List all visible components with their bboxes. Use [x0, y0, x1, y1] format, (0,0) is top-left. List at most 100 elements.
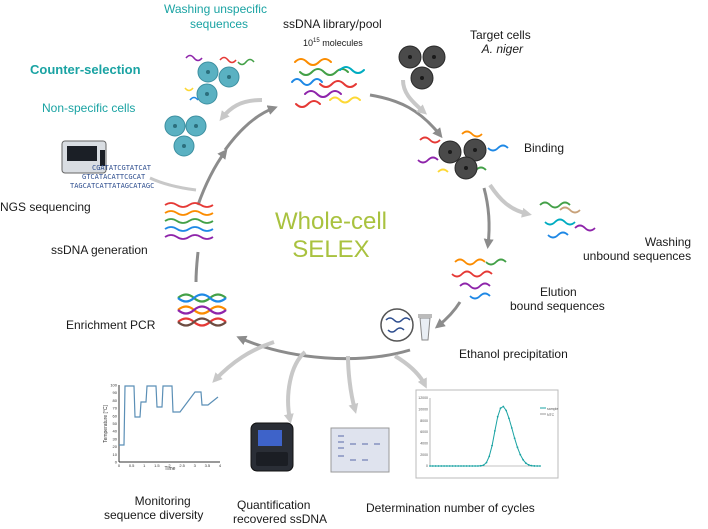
qpcr-point [513, 437, 516, 440]
label-elution: Elution bound sequences [510, 285, 605, 313]
sequence-text-2: GTCATACATTCGCAT [82, 173, 146, 181]
elution-icon [451, 258, 507, 300]
thermo-x-tick-label: 4 [219, 463, 222, 468]
center-title: Whole-cell SELEX [274, 208, 388, 263]
arrow-target-down [401, 79, 428, 115]
qpcr-point [493, 429, 496, 432]
arrow-washing-unbound [488, 183, 532, 218]
thermo-x-tick-label: 1.5 [154, 463, 160, 468]
thermo-x-tick-label: 1 [143, 463, 146, 468]
qpcr-point [440, 465, 443, 467]
thermo-y-tick-label: 60 [113, 413, 118, 418]
qpcr-point [488, 455, 491, 458]
label-ngs: NGS sequencing [0, 200, 91, 214]
label-washing-unbound: Washing unbound sequences [583, 235, 692, 263]
qpcr-point [446, 465, 448, 467]
qpcr-point [479, 464, 482, 467]
qpcr-y-tick-label: 10000 [418, 408, 428, 412]
thermo-profile-line [119, 385, 219, 446]
qpcr-point [454, 465, 457, 467]
sequence-text-1: CGATATCGTATCAT [92, 164, 152, 172]
washing-unbound-icon [539, 201, 596, 239]
thermo-y-tick-label: 50 [113, 421, 118, 426]
thermo-x-tick-label: 0 [118, 463, 121, 468]
arrow-ssdna-to-ngs [196, 148, 228, 206]
qpcr-point [471, 465, 474, 467]
thermo-x-tick-label: 3 [194, 463, 197, 468]
label-determination: Determination number of cycles [366, 501, 535, 515]
precipitation-icon [380, 308, 432, 342]
qpcr-point [465, 465, 468, 467]
washing-unspecific-icon [184, 54, 255, 105]
qpcr-point [477, 465, 479, 467]
arrow-ngs-side [149, 176, 197, 192]
library-strands-icon [291, 58, 365, 108]
arrow-binding-to-elution [482, 187, 494, 249]
thermo-y-tick-label: 40 [113, 429, 118, 434]
thermo-y-tick-label: 10 [113, 452, 118, 457]
qpcr-point [482, 464, 485, 466]
label-quantification: Quantification recovered ssDNA [233, 498, 328, 526]
qpcr-y-tick-label: 12000 [418, 396, 428, 400]
qpcr-point [485, 461, 488, 464]
label-nonspecific: Non-specific cells [42, 101, 136, 115]
arrow-elution-to-precip [434, 301, 462, 329]
ssdna-strands-icon [164, 202, 214, 240]
qpcr-point [474, 465, 477, 467]
qpcr-legend-1: sample [547, 407, 558, 411]
quantification-device-icon [250, 422, 294, 472]
label-monitoring: Monitoring sequence diversity [104, 494, 204, 522]
thermo-y-tick-label: 100 [110, 383, 117, 388]
arrow-quantification [283, 350, 307, 424]
arrow-library-to-binding [369, 93, 443, 139]
qpcr-point [443, 465, 446, 467]
qpcr-point [448, 465, 451, 467]
qpcr-point [462, 465, 465, 467]
label-washing-unspecific: Washing unspecific sequences [164, 2, 267, 31]
qpcr-point [533, 465, 536, 467]
qpcr-point [451, 465, 454, 467]
arrow-ngs-to-library [223, 105, 278, 151]
qpcr-point [499, 407, 502, 410]
gel-icon [330, 427, 390, 473]
qpcr-series-line [430, 405, 540, 467]
qpcr-point [508, 417, 510, 420]
qpcr-points [429, 405, 541, 467]
qpcr-point [434, 465, 437, 467]
thermo-ylabel: Temperature [°C] [103, 404, 109, 442]
qpcr-point [524, 462, 527, 465]
qpcr-point [527, 463, 530, 466]
thermo-x-tick-label: 3.5 [205, 463, 211, 468]
binding-icon [417, 130, 509, 180]
arrow-monitoring [212, 340, 275, 383]
qpcr-point [502, 405, 505, 408]
qpcr-point [460, 465, 462, 467]
qpcr-point [505, 409, 508, 412]
cycle-arrows [194, 93, 494, 361]
thermo-x-tick-label: 2.5 [179, 463, 185, 468]
thermo-y-tick-label: 0 [115, 460, 118, 465]
label-target: Target cells A. niger [470, 28, 531, 56]
qpcr-point [431, 465, 434, 467]
qpcr-y-tick-label: 2000 [420, 453, 428, 457]
pcr-strands-icon [177, 293, 227, 327]
qpcr-point [530, 464, 533, 467]
qpcr-legend-2: NTC [547, 413, 555, 417]
qpcr-point [519, 453, 522, 456]
qpcr-point [522, 458, 524, 461]
label-library: ssDNA library/pool [283, 17, 382, 31]
qpcr-point [516, 446, 519, 449]
label-molecules: 1015 molecules [303, 38, 363, 48]
qpcr-point [429, 465, 431, 467]
thermo-y-tick-label: 70 [113, 406, 118, 411]
thermo-x-tick-label: 0.5 [129, 463, 135, 468]
label-ethanol: Ethanol precipitation [459, 347, 568, 361]
arrow-to-washing-unspecific [219, 98, 263, 122]
side-arrows [149, 79, 532, 424]
arrow-precip-to-pcr [236, 335, 411, 361]
qpcr-y-tick-label: 8000 [420, 419, 428, 423]
